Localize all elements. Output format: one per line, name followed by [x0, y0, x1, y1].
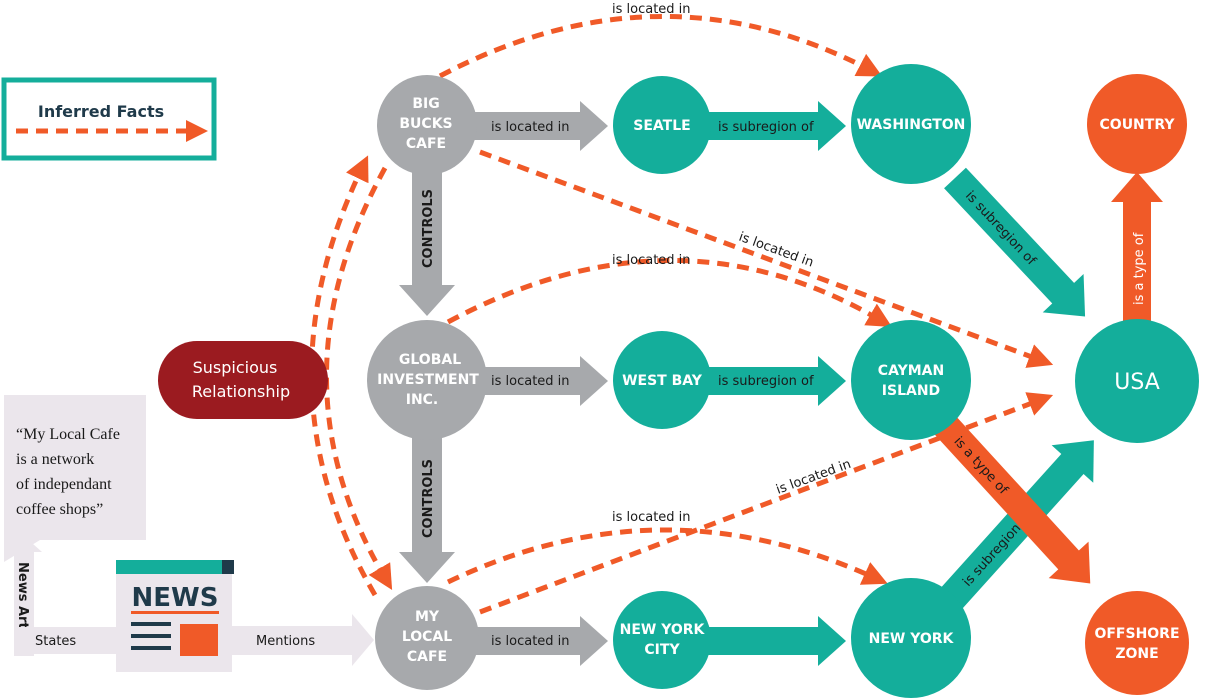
- node-washington: WASHINGTON: [851, 64, 971, 184]
- node-new-york: NEW YORK: [851, 578, 971, 698]
- inferred-label-3: is located in: [612, 510, 691, 525]
- svg-text:INC.: INC.: [406, 392, 439, 408]
- svg-text:CAFE: CAFE: [407, 649, 447, 665]
- suspicious-relationship-badge: Suspicious Relationship: [158, 341, 328, 419]
- svg-text:CAYMAN: CAYMAN: [878, 363, 944, 379]
- svg-text:WASHINGTON: WASHINGTON: [857, 117, 966, 133]
- svg-text:LOCAL: LOCAL: [402, 629, 452, 645]
- svg-text:Suspicious: Suspicious: [193, 358, 278, 377]
- svg-text:GLOBAL: GLOBAL: [399, 352, 461, 368]
- edge-label-subregion-3: is subregion of: [962, 188, 1039, 268]
- node-west-bay: WEST BAY: [613, 331, 711, 429]
- edge-label-subregion-1: is subregion of: [718, 120, 814, 135]
- svg-text:COUNTRY: COUNTRY: [1100, 117, 1176, 133]
- svg-text:INVESTMENT: INVESTMENT: [377, 372, 479, 388]
- svg-text:MY: MY: [415, 609, 440, 625]
- quote-text: “My Local Cafe is a network of independa…: [16, 426, 124, 518]
- mentions-label: Mentions: [256, 634, 315, 649]
- svg-text:BUCKS: BUCKS: [399, 116, 452, 132]
- node-usa: USA: [1075, 319, 1199, 443]
- legend-label: Inferred Facts: [38, 102, 164, 121]
- node-offshore-zone: OFFSHORE ZONE: [1085, 591, 1189, 695]
- news-source-group: “My Local Cafe is a network of independa…: [4, 395, 374, 666]
- svg-text:CITY: CITY: [644, 642, 680, 658]
- inferred-label-1: is located in: [612, 2, 691, 17]
- node-my-local-cafe: MY LOCAL CAFE: [375, 586, 479, 690]
- inferred-label-2: is located in: [612, 253, 691, 268]
- svg-text:ZONE: ZONE: [1115, 646, 1158, 662]
- legend-arrow-icon: [186, 120, 208, 142]
- edge-label-located-2: is located in: [491, 374, 570, 389]
- states-label: States: [35, 634, 76, 649]
- svg-text:USA: USA: [1114, 370, 1160, 395]
- news-icon-label: NEWS: [132, 583, 219, 613]
- quote-box: [4, 395, 146, 562]
- controls-arrows: CONTROLS CONTROLS: [399, 172, 455, 583]
- svg-text:NEW YORK: NEW YORK: [869, 631, 955, 647]
- node-new-york-city: NEW YORK CITY: [613, 591, 711, 689]
- node-seatle: SEATLE: [613, 76, 711, 174]
- edge-label-located-1: is located in: [491, 120, 570, 135]
- inferred-arrows: [309, 14, 1054, 615]
- svg-text:SEATLE: SEATLE: [633, 118, 690, 134]
- svg-text:ISLAND: ISLAND: [882, 383, 940, 399]
- edge-label-located-3: is located in: [491, 634, 570, 649]
- controls-label-2: CONTROLS: [421, 459, 436, 538]
- controls-label-1: CONTROLS: [421, 189, 436, 268]
- svg-text:BIG: BIG: [412, 96, 439, 112]
- node-big-bucks-cafe: BIG BUCKS CAFE: [377, 75, 477, 175]
- legend: Inferred Facts: [1, 77, 217, 161]
- edge-label-subregion-2: is subregion of: [718, 374, 814, 389]
- node-cayman-island: CAYMAN ISLAND: [851, 320, 971, 440]
- svg-text:WEST BAY: WEST BAY: [622, 373, 703, 389]
- svg-text:CAFE: CAFE: [406, 136, 446, 152]
- svg-text:NEW YORK: NEW YORK: [620, 622, 706, 638]
- located-in-arrows: is located in is located in is located i…: [470, 101, 608, 666]
- newspaper-icon: NEWS: [116, 560, 234, 672]
- svg-text:OFFSHORE: OFFSHORE: [1094, 626, 1179, 642]
- svg-text:Relationship: Relationship: [192, 382, 290, 401]
- node-global-investment-inc: GLOBAL INVESTMENT INC.: [367, 320, 487, 440]
- edge-label-typeof-1: is a type of: [1132, 232, 1147, 305]
- node-country: COUNTRY: [1087, 74, 1187, 174]
